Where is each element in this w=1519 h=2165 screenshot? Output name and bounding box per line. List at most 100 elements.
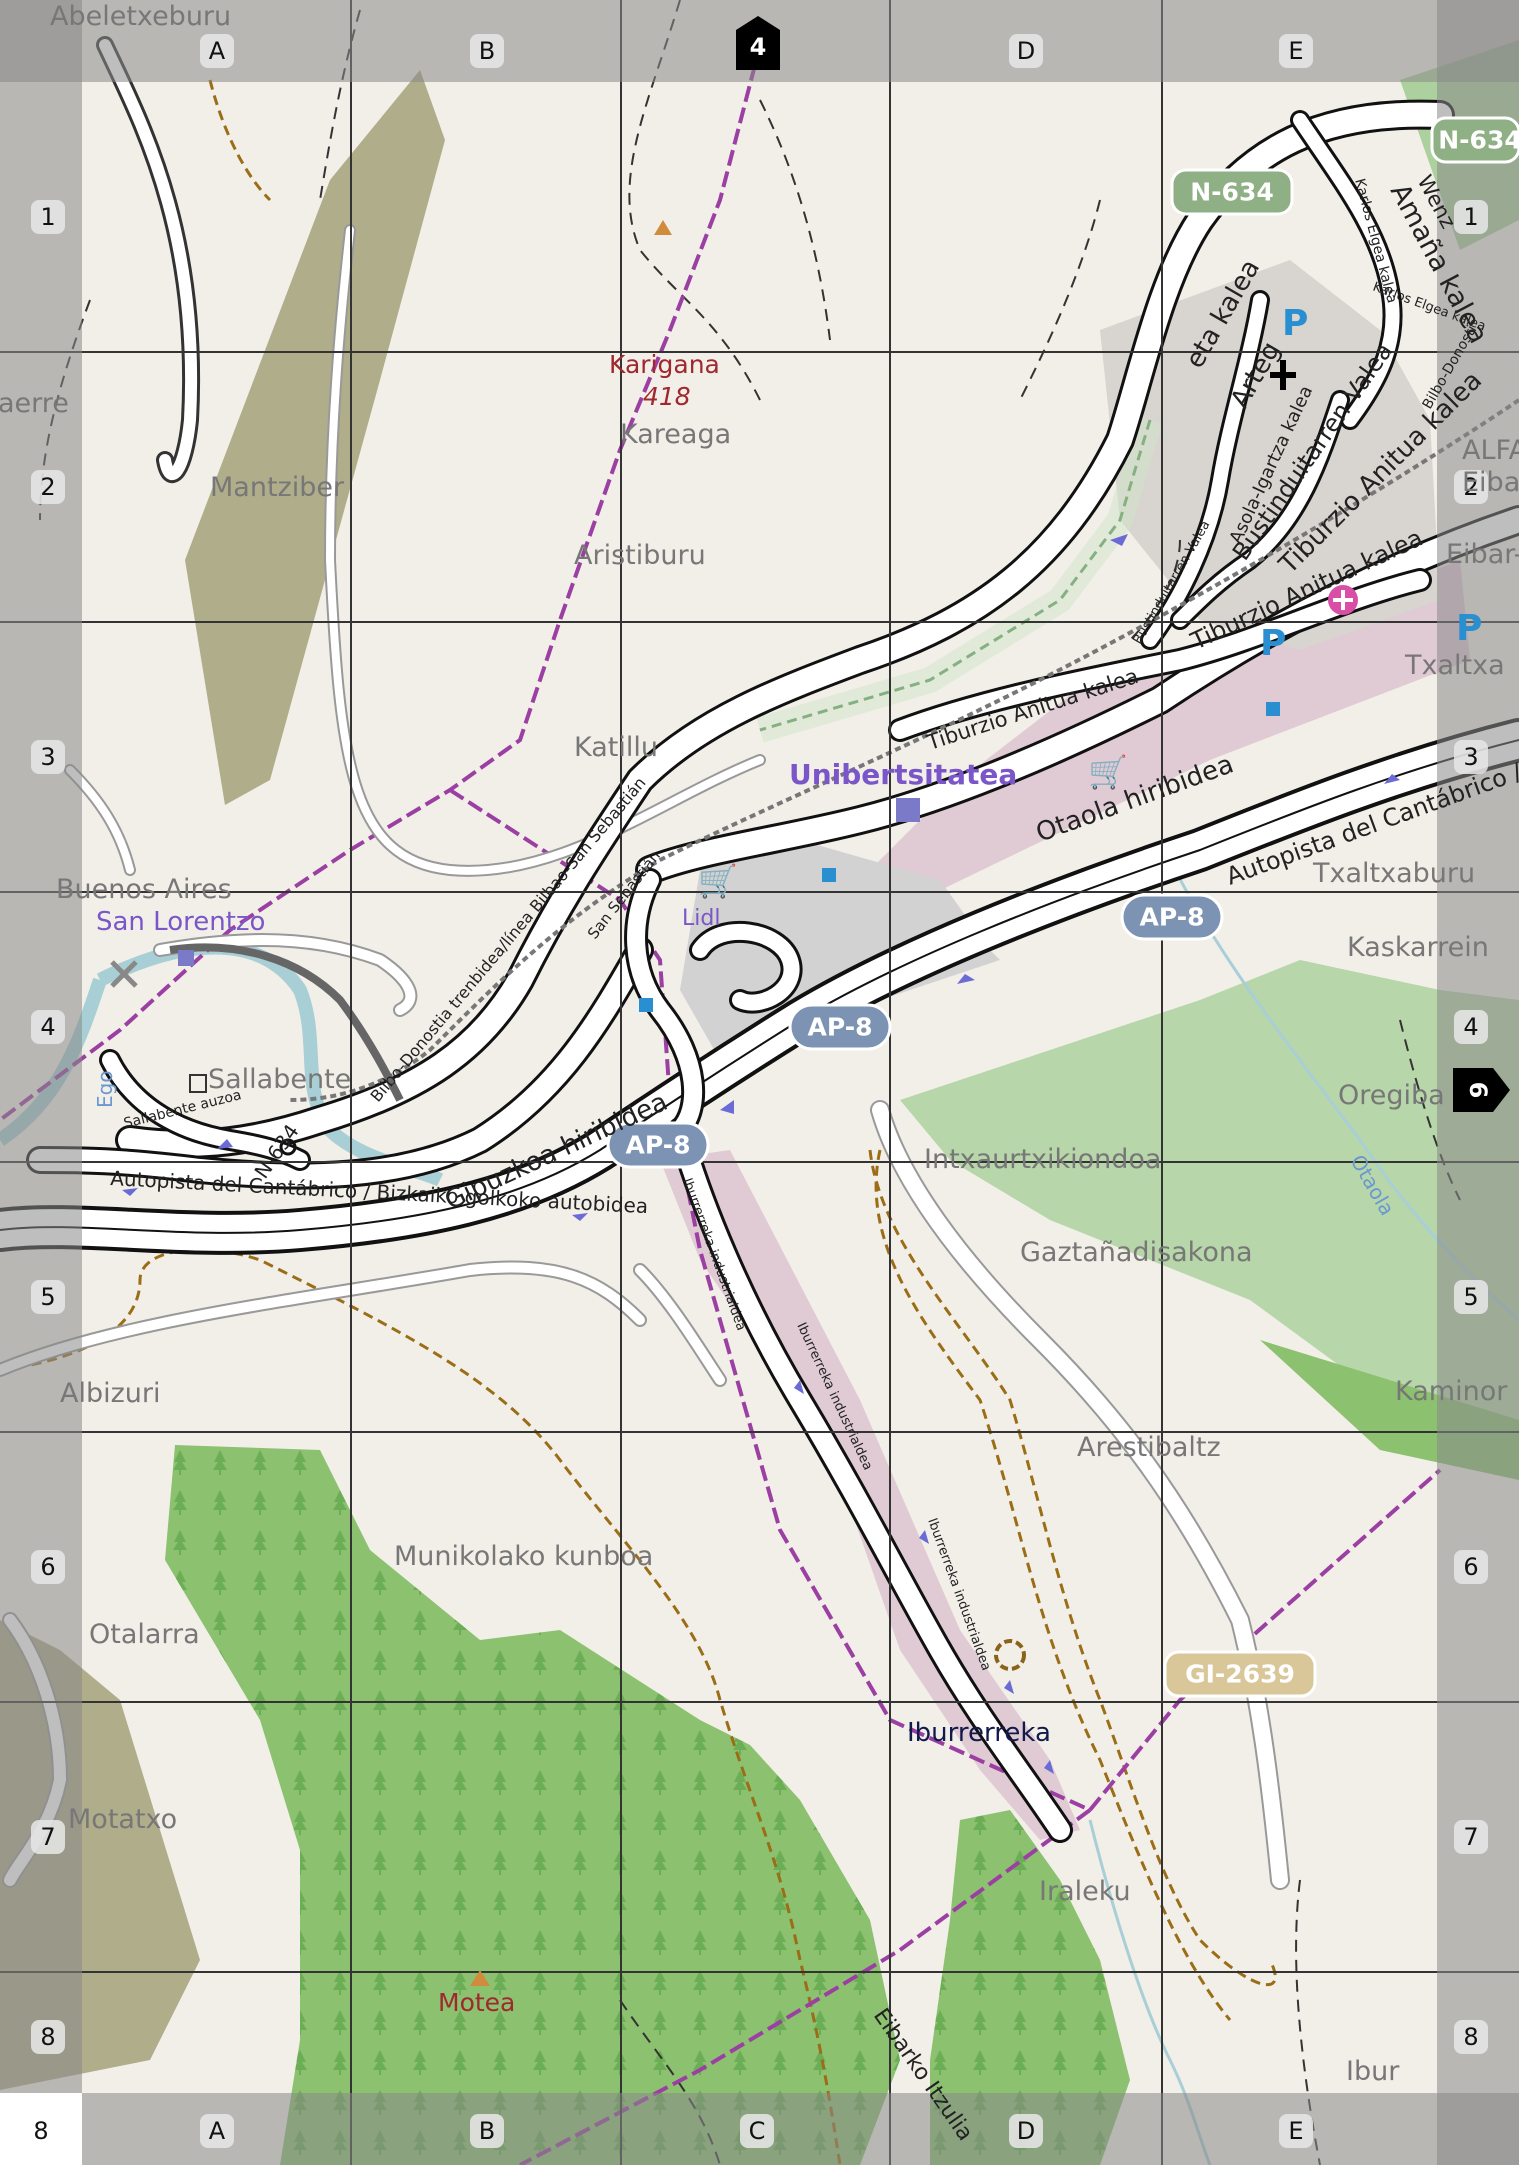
grid-row-3-left: 3 xyxy=(40,743,55,771)
gi2639-shield-label: GI-2639 xyxy=(1185,1660,1295,1689)
grid-row-labels-right: 1 2 3 4 5 6 7 8 xyxy=(1454,200,1488,2054)
corner-page-label: 8 xyxy=(33,2117,48,2145)
shelter-icon xyxy=(189,1074,207,1093)
place-abeletxeburu: Abeletxeburu xyxy=(50,1,231,32)
peak-motea-name: Motea xyxy=(438,1988,515,2017)
oneway-arrows xyxy=(122,534,1400,1774)
place-ibur: Ibur xyxy=(1346,2056,1400,2087)
tracks xyxy=(0,79,1277,2165)
ap8-shield-3-label: AP-8 xyxy=(625,1131,690,1160)
grid-col-d-bottom: D xyxy=(1017,2117,1035,2145)
grid-col-d-top: D xyxy=(1017,37,1035,65)
grid-row-5-right: 5 xyxy=(1463,1283,1478,1311)
grid-col-b-bottom: B xyxy=(479,2117,495,2145)
peak-labels: Karigana 418 Motea xyxy=(438,350,720,2017)
place-kaminor: Kaminor xyxy=(1395,1376,1508,1407)
place-otalarra: Otalarra xyxy=(89,1619,200,1650)
grid-row-8-right: 8 xyxy=(1463,2023,1478,2051)
n634-shield-2: N-634 xyxy=(1430,116,1519,164)
adjacent-page-right[interactable]: 6 xyxy=(1453,1068,1510,1112)
shop-cart-icon-lidl: 🛒 xyxy=(698,862,738,900)
main-roads xyxy=(0,99,1519,1843)
place-txaltxa: Txaltxa xyxy=(1404,650,1505,681)
grid-row-4-left: 4 xyxy=(40,1013,55,1041)
grid-col-a-bottom: A xyxy=(209,2117,226,2145)
grid-row-4-right: 4 xyxy=(1463,1013,1478,1041)
peak-icon-karigana xyxy=(654,220,672,235)
place-arestibaltz: Arestibaltz xyxy=(1077,1432,1221,1463)
grid-row-labels-left: 1 2 3 4 5 6 7 8 xyxy=(31,200,65,2054)
peak-karigana-name: Karigana xyxy=(609,350,720,379)
crossing-icon xyxy=(110,960,138,988)
place-motatxo: Motatxo xyxy=(68,1804,177,1835)
grid-column-labels-top: A B D E xyxy=(200,34,1313,68)
place-eibar: Eibar- xyxy=(1446,539,1519,570)
ap8-shield-3: AP-8 xyxy=(606,1121,710,1169)
parking-icon-1: P xyxy=(1260,623,1286,664)
ap8-shield-2-label: AP-8 xyxy=(807,1013,872,1042)
river-ego-label: Ego xyxy=(93,1070,117,1108)
grid-col-a-top: A xyxy=(209,37,226,65)
shop-lidl-label: Lidl xyxy=(682,906,720,931)
place-munikolako-kunboa: Munikolako kunboa xyxy=(394,1541,653,1572)
meadow-gaztanadisakona xyxy=(900,960,1519,1440)
place-mantziber: Mantziber xyxy=(210,472,345,503)
place-iraleku: Iraleku xyxy=(1039,1876,1131,1907)
forest-trees xyxy=(165,1445,900,2165)
hamlet-iburrerreka-label: Iburrerreka xyxy=(907,1718,1051,1748)
grid-row-7-right: 7 xyxy=(1463,1823,1478,1851)
grid-col-c-bottom: C xyxy=(749,2117,766,2145)
chapel-icon xyxy=(178,950,194,966)
ap8-shield-2: AP-8 xyxy=(788,1003,892,1051)
place-aristiburu: Aristiburu xyxy=(574,540,706,571)
ap8-shield-1-label: AP-8 xyxy=(1139,903,1204,932)
peak-icon-motea xyxy=(470,1970,490,1986)
grid-row-6-right: 6 xyxy=(1463,1553,1478,1581)
peak-karigana-elevation: 418 xyxy=(643,382,691,411)
grid-row-8-left: 8 xyxy=(40,2023,55,2051)
n634-shield: N-634 xyxy=(1170,168,1294,216)
place-gaztanadisakona: Gaztañadisakona xyxy=(1020,1237,1253,1268)
grid-row-2-right: 2 xyxy=(1463,473,1478,501)
grid-row-5-left: 5 xyxy=(40,1283,55,1311)
urban-area-eibar xyxy=(1100,260,1440,650)
place-kaskarrein: Kaskarrein xyxy=(1347,932,1489,963)
gi2639-shield: GI-2639 xyxy=(1163,1650,1317,1698)
railway-bilbo-donostia xyxy=(289,398,1519,1102)
grid-col-e-top: E xyxy=(1288,37,1303,65)
place-labels: Abeletxeburu aerre Mantziber Kareaga Ari… xyxy=(0,1,1519,2087)
railway-spur xyxy=(169,943,404,1102)
grid-row-3-right: 3 xyxy=(1463,743,1478,771)
grid-row-7-left: 7 xyxy=(40,1823,55,1851)
bus-stop-icon-1 xyxy=(822,868,836,882)
grid-column-labels-bottom: A B C D E xyxy=(200,2114,1313,2148)
parking-icon-3: P xyxy=(1456,608,1482,649)
place-katillu: Katillu xyxy=(574,732,658,763)
adjacent-page-top[interactable]: 4 xyxy=(736,16,780,70)
place-txaltxaburu: Txaltxaburu xyxy=(1312,858,1475,889)
bus-stop-icon-3 xyxy=(1266,702,1280,716)
forest-trees-iraleku xyxy=(930,1810,1130,2165)
old-railway-greenway xyxy=(756,416,1163,743)
place-buenos-aires: Buenos Aires xyxy=(56,874,232,905)
place-albizuri: Albizuri xyxy=(60,1378,161,1409)
place-intxaurtxikiondoa: Intxaurtxikiondoa xyxy=(924,1144,1161,1175)
station-unibertsitatea-label: Unibertsitatea xyxy=(789,758,1017,791)
adjacent-page-right-label: 6 xyxy=(1464,1082,1492,1099)
grid-row-1-left: 1 xyxy=(40,203,55,231)
n634-shield-2-label: N-634 xyxy=(1438,126,1519,155)
place-kareaga: Kareaga xyxy=(620,419,731,450)
place-oregiba: Oregiba xyxy=(1338,1080,1445,1111)
parking-icon-2: P xyxy=(1282,303,1308,344)
place-eiba: Eiba xyxy=(1462,467,1519,498)
station-icon xyxy=(896,798,920,822)
grid-col-b-top: B xyxy=(479,37,495,65)
chapel-san-lorentzo-label: San Lorentzo xyxy=(96,907,265,937)
place-sallabente: Sallabente xyxy=(208,1064,351,1095)
grid-row-1-right: 1 xyxy=(1463,203,1478,231)
bus-stop-icon-2 xyxy=(639,998,653,1012)
n634-shield-label: N-634 xyxy=(1190,178,1273,207)
